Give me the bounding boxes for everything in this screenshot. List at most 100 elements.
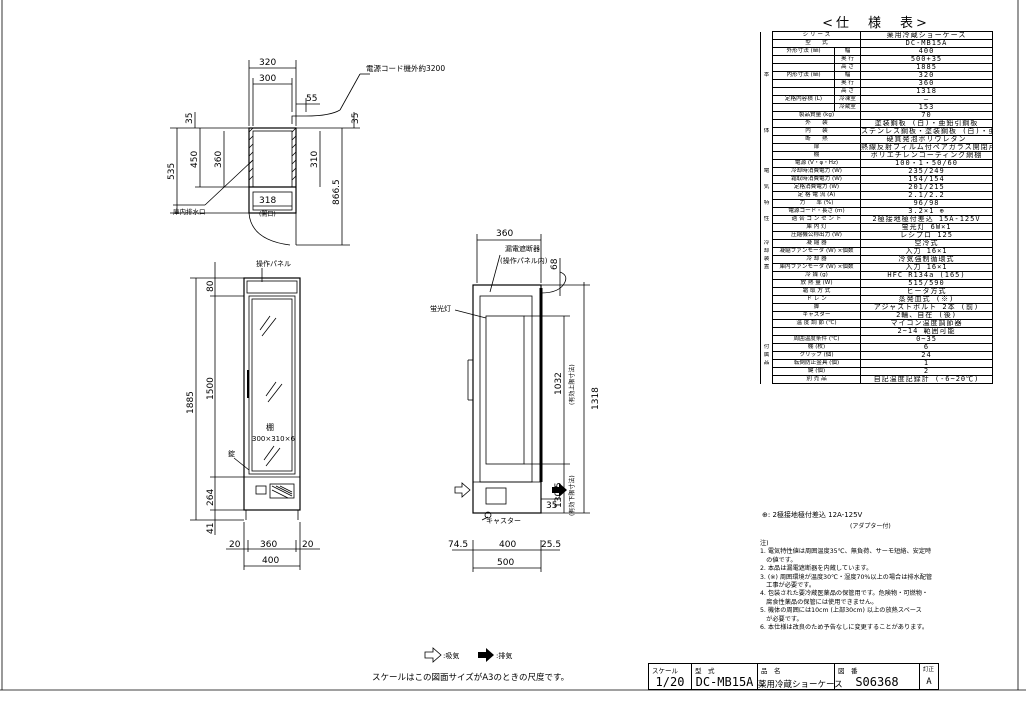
spec-row: 脚アジャストボルト 2本 (前) — [760, 303, 993, 312]
spec-row: 鍵 (個)2 — [760, 367, 993, 376]
dim-318: 318 — [259, 196, 276, 206]
spec-row: 品転倒防止金具 (個)1 — [760, 359, 993, 368]
spec-value: 2 — [860, 367, 993, 376]
note-line: 腐食性薬品の保管には使用できません。 — [760, 598, 878, 606]
spec-value: 2.1/2.2 — [860, 191, 993, 200]
tb-model: 型 式 DC-MB15A — [691, 663, 758, 690]
dim-74-5: 74.5 — [448, 540, 468, 550]
spec-group-cell — [760, 231, 773, 240]
label-breaker: 漏電遮断器 — [505, 244, 540, 253]
spec-row: 放 熱 量 (W)515/590 — [760, 279, 993, 288]
spec-item-label: 冷却時消費電力 (W) — [772, 167, 861, 176]
spec-value: 蛍光灯 6W×1 — [860, 223, 993, 232]
shelf-size: 300×310×6 — [252, 435, 295, 443]
spec-item-label: 庫 内 灯 — [772, 223, 861, 232]
top-view — [170, 60, 370, 246]
label-caster: キャスター — [486, 516, 521, 525]
spec-value: 塗装鋼板 (白)・亜鉛引鋼板 — [860, 119, 993, 128]
dim-1318: 1318 — [591, 387, 601, 410]
spec-item-label: 内 装 — [772, 127, 861, 136]
spec-item-label: 放 熱 量 (W) — [772, 279, 861, 288]
spec-value: 入力 16×1 — [860, 247, 993, 256]
dim-130-5-sub: (有効下限寸法) — [568, 475, 576, 516]
spec-row: 電源コード・長さ (m)3.2×1 ⊕ — [760, 207, 993, 216]
spec-item-label: 定格消費電力 (W) — [772, 183, 861, 192]
spec-item-label: 転倒防止金具 (個) — [772, 359, 861, 368]
spec-item-label: 定格内容積 (L) — [772, 95, 835, 104]
tb-scale: スケール 1/20 — [648, 663, 692, 690]
spec-group-cell: 特 — [760, 199, 773, 208]
spec-value: ヒータ方式 — [860, 287, 993, 296]
spec-item-label: 棚 (枚) — [772, 343, 861, 352]
spec-value: 235/249 — [860, 167, 993, 176]
spec-group-cell — [760, 223, 773, 232]
spec-item-label: 鍵 (個) — [772, 367, 861, 376]
spec-group-cell — [760, 31, 773, 40]
notes-heading: 注) — [760, 540, 769, 547]
spec-value: マイコン温度調節器 — [860, 319, 993, 328]
spec-item-label: 霜取時消費電力 (W) — [772, 175, 861, 184]
spec-sub-label: 冷蔵室 — [834, 103, 861, 112]
spec-sub-label: 冷凍室 — [834, 95, 861, 104]
spec-value: 360 — [860, 79, 993, 88]
spec-item-label: 別 売 品 — [772, 375, 861, 384]
spec-item-label — [772, 79, 835, 88]
spec-row: 2~14 範囲可能 — [760, 327, 993, 336]
spec-row: 気定格消費電力 (W)201/215 — [760, 183, 993, 192]
dim-300: 300 — [259, 74, 276, 84]
spec-row: 電源 (V・φ・Hz)100・1・50/60 — [760, 159, 993, 168]
spec-group-cell: 属 — [760, 351, 773, 360]
spec-group-cell — [760, 55, 773, 64]
spec-value: 1 — [860, 359, 993, 368]
dim-35-right: 35 — [351, 113, 361, 124]
note-line: 2. 本品は漏電遮断器を内蔵しています。 — [760, 565, 873, 573]
spec-row: 定格内容積 (L)冷凍室— — [760, 95, 993, 104]
spec-group-cell — [760, 151, 773, 160]
dim-68: 68 — [550, 258, 560, 270]
spec-item-label — [772, 63, 835, 72]
spec-value: 320 — [860, 71, 993, 80]
dim-360: 360 — [496, 229, 513, 239]
dim-1032-sub: (有効上限寸法) — [568, 364, 576, 405]
spec-value: 3.2×1 ⊕ — [860, 207, 993, 216]
spec-group-cell — [760, 311, 773, 320]
exhaust-legend-icon — [478, 648, 494, 662]
spec-row: 属クリップ (個)24 — [760, 351, 993, 360]
spec-value: レシプロ 125 — [860, 231, 993, 240]
spec-group-cell — [760, 367, 773, 376]
spec-sub-label: 奥 行 — [834, 79, 861, 88]
dim-41: 41 — [206, 523, 216, 534]
spec-row: シ リ ー ズ薬用冷蔵ショーケース — [760, 31, 993, 40]
front-view-text: 操作パネル 80 1885 1500 264 41 20 360 20 400 … — [186, 259, 314, 566]
spec-row: 冷凝 縮 器空冷式 — [760, 239, 993, 248]
spec-row: 特力 率 (%)96/98 — [760, 199, 993, 208]
spec-sub-label: 幅 — [834, 47, 861, 56]
dim-320: 320 — [259, 58, 276, 68]
dim-1500: 1500 — [206, 377, 216, 400]
spec-row: 棚ポリエチレンコーティング網棚 — [760, 151, 993, 160]
spec-sub-label: 幅 — [834, 71, 861, 80]
spec-group-cell — [760, 207, 773, 216]
spec-row: 付棚 (枚)6 — [760, 343, 993, 352]
spec-value: 1318 — [860, 87, 993, 96]
spec-item-label: シ リ ー ズ — [772, 31, 861, 40]
spec-value: 6 — [860, 343, 993, 352]
spec-item-label: 力 率 (%) — [772, 199, 861, 208]
spec-group-cell — [760, 327, 773, 336]
spec-row: 定 格 電 流 (A)2.1/2.2 — [760, 191, 993, 200]
spec-sub-label: 高 さ — [834, 63, 861, 72]
spec-value: 70 — [860, 111, 993, 120]
tb-revision: 訂正 A — [919, 663, 939, 690]
spec-group-cell — [760, 375, 773, 384]
spec-value: 自記温度記録計 (-6~20℃) — [860, 375, 993, 384]
spec-group-cell — [760, 287, 773, 296]
spec-item-label: 外形寸法 (㎜) — [772, 47, 835, 56]
dim-20-left: 20 — [229, 540, 241, 550]
tb-revision-label: 訂正 — [923, 667, 935, 673]
dim-55: 55 — [306, 94, 317, 104]
